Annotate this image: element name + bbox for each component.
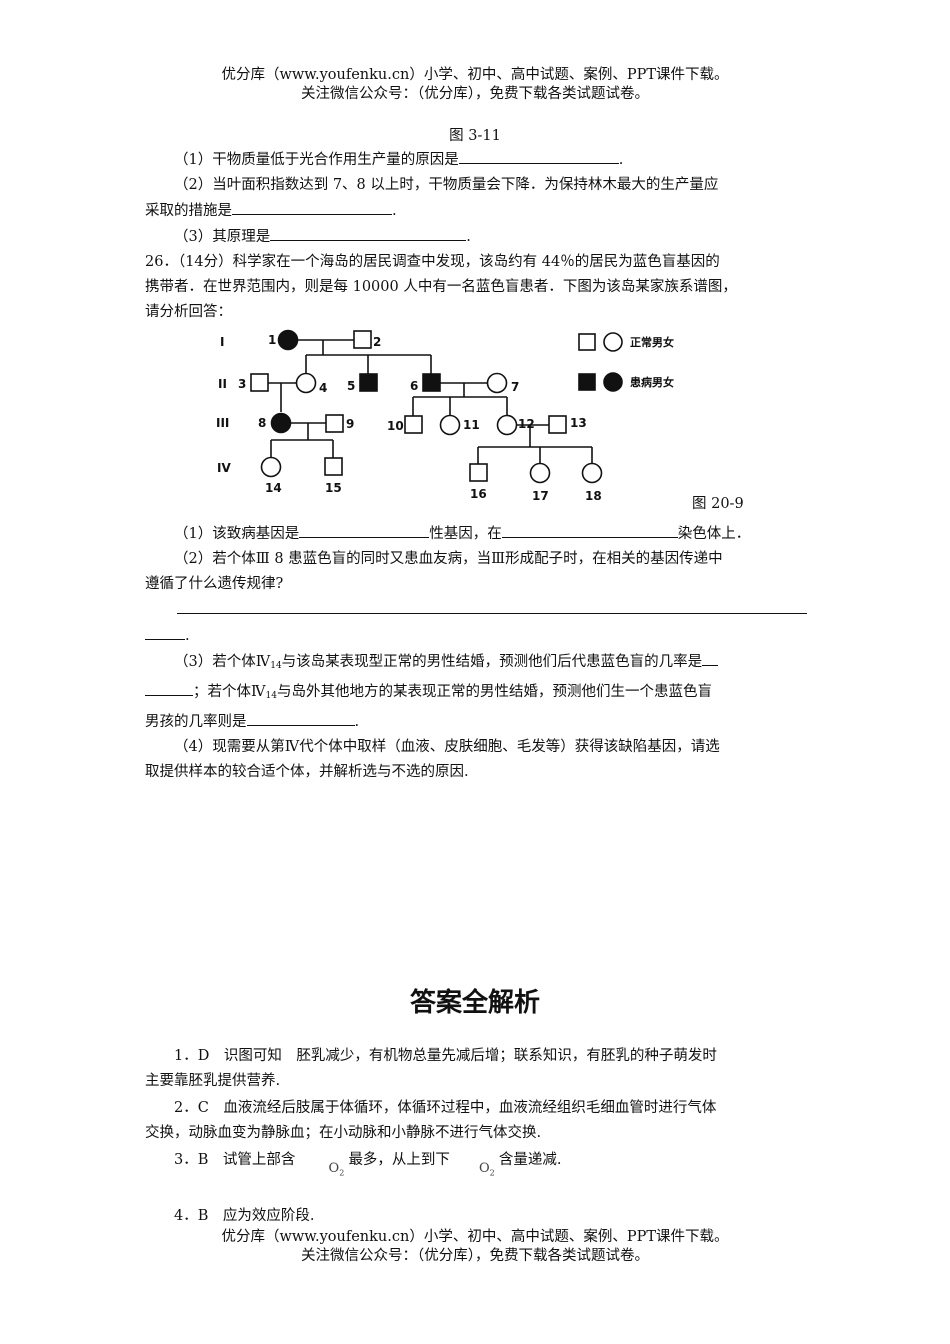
- q25-part2-cont: 采取的措施是.: [145, 198, 813, 224]
- id-label-11: 11: [463, 418, 480, 432]
- q26-part2: （2）若个体Ⅲ 8 患蓝色盲的同时又患血友病，当Ⅲ形成配子时，在相关的基因传递中: [174, 551, 723, 567]
- individual-1-affected-female: [277, 329, 299, 351]
- individual-13-normal-male: [548, 415, 567, 434]
- individual-17-normal-female: [529, 462, 551, 484]
- individual-18-normal-female: [581, 462, 603, 484]
- legend-affected-label: 患病男女: [630, 375, 674, 389]
- q26-part2-answer-line: [145, 597, 813, 623]
- q26-part2-cont: 遵循了什么遗传规律?: [145, 576, 284, 592]
- id-label-14: 14: [265, 481, 282, 495]
- individual-15-normal-male: [324, 457, 343, 476]
- id-label-10: 10: [387, 419, 404, 433]
- q26-part1: （1）该致病基因是性基因，在染色体上．: [145, 521, 813, 547]
- footer-line-1: 优分库（www.youfenku.cn）小学、初中、高中试题、案例、PPT课件下…: [221, 1229, 729, 1245]
- individual-3-normal-male: [250, 373, 269, 392]
- answers-list: 1．D 识图可知 胚乳减少，有机物总量先减后增；联系知识，有胚乳的种子萌发时 主…: [145, 1044, 813, 1229]
- footer-line-2: 关注微信公众号：（优分库），免费下载各类试题试卷。: [301, 1248, 649, 1264]
- id-label-12: 12: [518, 417, 535, 431]
- gen-label-1: I: [220, 335, 224, 349]
- id-label-6: 6: [410, 379, 418, 393]
- question-26-parts: （1）该致病基因是性基因，在染色体上． （2）若个体Ⅲ 8 患蓝色盲的同时又患血…: [145, 521, 813, 785]
- individual-10-normal-male: [404, 415, 423, 434]
- id-label-7: 7: [511, 380, 519, 394]
- legend-normal-label: 正常男女: [630, 335, 674, 349]
- id-label-18: 18: [585, 489, 602, 503]
- answer-blank[interactable]: [458, 147, 619, 164]
- question-25-continued: （1）干物质量低于光合作用生产量的原因是. （2）当叶面积指数达到 7、8 以上…: [145, 147, 813, 325]
- answer-blank[interactable]: [145, 679, 193, 696]
- individual-5-affected-male: [359, 373, 378, 392]
- legend-normal-male: [578, 333, 596, 351]
- id-label-9: 9: [346, 417, 354, 431]
- o2-formula: O2: [328, 1161, 345, 1178]
- answer-blank[interactable]: [270, 224, 467, 241]
- id-label-13: 13: [570, 416, 587, 430]
- q26-intro-2: 携带者．在世界范围内，则是每 10000 人中有一名蓝色盲患者．下图为该岛某家族…: [145, 279, 737, 295]
- individual-2-normal-male: [353, 330, 372, 349]
- q26-part4-cont: 取提供样本的较合适个体，并解析选与不选的原因.: [145, 764, 469, 780]
- id-label-15: 15: [325, 481, 342, 495]
- page-footer: 优分库（www.youfenku.cn）小学、初中、高中试题、案例、PPT课件下…: [0, 1228, 950, 1266]
- answer-blank[interactable]: [177, 597, 807, 614]
- q25-part1: （1）干物质量低于光合作用生产量的原因是.: [145, 147, 813, 173]
- gen-label-4: IV: [217, 461, 231, 475]
- individual-4-normal-female: [295, 372, 317, 394]
- id-label-8: 8: [258, 416, 266, 430]
- individual-9-normal-male: [325, 414, 344, 433]
- figure-20-9-caption: 图 20-9: [692, 496, 744, 512]
- legend-affected-female: [603, 372, 623, 392]
- id-label-5: 5: [347, 379, 355, 393]
- answer-blank[interactable]: [246, 709, 355, 726]
- id-label-17: 17: [532, 489, 549, 503]
- id-label-3: 3: [238, 377, 246, 391]
- q26-intro-1: 26．（14分）科学家在一个海岛的居民调查中发现，该岛约有 44％的居民为蓝色盲…: [145, 254, 720, 270]
- answer-4: 4．B 应为效应阶段.: [174, 1207, 315, 1224]
- gen-label-3: III: [216, 416, 229, 430]
- o2-formula: O2: [478, 1161, 495, 1178]
- figure-3-11-caption: 图 3-11: [449, 128, 501, 144]
- answer-3: 3．B 试管上部含 O2 最多，从上到下O2 含量递减.: [145, 1148, 813, 1186]
- legend-affected-male: [578, 373, 596, 391]
- answer-blank[interactable]: [299, 521, 430, 538]
- header-line-1: 优分库（www.youfenku.cn）小学、初中、高中试题、案例、PPT课件下…: [221, 67, 729, 83]
- answer-1: 1．D 识图可知 胚乳减少，有机物总量先减后增；联系知识，有胚乳的种子萌发时: [174, 1048, 717, 1064]
- id-label-4: 4: [319, 381, 327, 395]
- answer-blank[interactable]: [145, 623, 185, 640]
- q26-part2-answer-line-2: .: [145, 623, 813, 649]
- q26-part3-cont-2: 男孩的几率则是.: [145, 709, 813, 735]
- answer-blank[interactable]: [501, 521, 678, 538]
- gen-label-2: II: [218, 377, 227, 391]
- legend-normal-female: [603, 332, 623, 352]
- q26-part3-cont: ；若个体Ⅳ14与岛外其他地方的某表现正常的男性结婚，预测他们生一个患蓝色盲: [145, 679, 813, 709]
- page-header: 优分库（www.youfenku.cn）小学、初中、高中试题、案例、PPT课件下…: [0, 66, 950, 104]
- q26-part4: （4）现需要从第Ⅳ代个体中取样（血液、皮肤细胞、毛发等）获得该缺陷基因，请选: [174, 739, 720, 755]
- individual-6-affected-male: [422, 373, 441, 392]
- q25-part2: （2）当叶面积指数达到 7、8 以上时，干物质量会下降．为保持林木最大的生产量应: [174, 177, 719, 193]
- q26-intro-3: 请分析回答：: [145, 304, 232, 320]
- q26-part3: （3）若个体Ⅳ14与该岛某表现型正常的男性结婚，预测他们后代患蓝色盲的几率是: [145, 649, 813, 679]
- pedigree-chart: I II III IV 1 2 3 4 5 6 7 8 9 10 11 12 1…: [216, 329, 674, 503]
- answers-title: 答案全解析: [409, 988, 540, 1018]
- header-line-2: 关注微信公众号：（优分库），免费下载各类试题试卷。: [301, 86, 649, 102]
- answer-2: 2．C 血液流经后肢属于体循环，体循环过程中，血液流经组织毛细血管时进行气体: [174, 1100, 717, 1116]
- individual-7-normal-female: [486, 372, 508, 394]
- individual-16-normal-male: [469, 463, 488, 482]
- answer-blank[interactable]: [232, 198, 392, 215]
- answer-blank[interactable]: [702, 649, 719, 666]
- individual-12-normal-female: [496, 414, 518, 436]
- individual-8-affected-female: [270, 412, 292, 434]
- individual-11-normal-female: [439, 414, 461, 436]
- answer-2-cont: 交换，动脉血变为静脉血；在小动脉和小静脉不进行气体交换.: [145, 1125, 542, 1141]
- id-label-2: 2: [373, 335, 381, 349]
- id-label-1: 1: [268, 333, 276, 347]
- individual-14-normal-female: [260, 456, 282, 478]
- id-label-16: 16: [470, 487, 487, 501]
- q25-part3: （3）其原理是.: [145, 224, 813, 250]
- answer-1-cont: 主要靠胚乳提供营养.: [145, 1073, 281, 1089]
